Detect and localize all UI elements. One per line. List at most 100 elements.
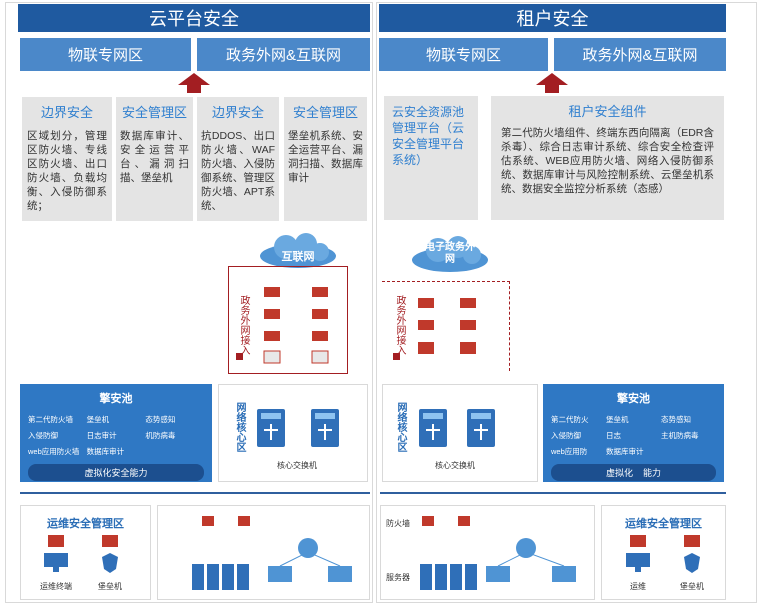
right-access-region	[382, 281, 510, 371]
right-panel	[376, 2, 757, 603]
pool-item: 入侵防御	[551, 431, 581, 440]
left-tab-iot[interactable]: 物联专网区	[20, 38, 191, 71]
pool-item-grid: 第二代防火 堡垒机 态势感知 入侵防御 日志 主机防病毒 web应用防 数据库审…	[551, 414, 716, 457]
monitor-icon	[626, 535, 650, 575]
cloud-icon: 互联网	[256, 232, 340, 270]
right-tab-internet[interactable]: 政务外网&互联网	[554, 38, 726, 71]
pool-item: 第二代防火	[551, 415, 589, 424]
pool-title: 擎安池	[99, 393, 133, 405]
pool-item: 日志	[606, 431, 621, 440]
box-body: 堡垒机系统、安全运营平台、漏洞扫描、数据库审计	[288, 130, 363, 184]
right-tab-iot[interactable]: 物联专网区	[379, 38, 548, 71]
left-box-mgmt-2: 安全管理区 堡垒机系统、安全运营平台、漏洞扫描、数据库审计	[284, 97, 367, 221]
firewall-icon	[311, 287, 329, 364]
left-core-area	[218, 384, 368, 482]
right-up-arrow	[536, 73, 568, 95]
right-firewall-label: 防火墙	[386, 519, 410, 528]
shield-icon	[100, 535, 120, 575]
pool-item: 机防病毒	[145, 431, 176, 440]
pool-item: 堡垒机	[606, 415, 629, 424]
left-tab-internet[interactable]: 政务外网&互联网	[197, 38, 370, 71]
core-switch-2	[311, 409, 339, 447]
left-arrow-stem	[187, 85, 201, 93]
right-tab-internet-label: 政务外网&互联网	[582, 47, 698, 64]
box-title: 边界安全	[211, 105, 264, 120]
left-cloud-label: 互联网	[281, 251, 315, 263]
right-ops-area	[601, 505, 726, 600]
bastion-shape	[684, 535, 700, 573]
left-box-border-1: 边界安全 区域划分，管理区防火墙、专线区防火墙、出口防火墙、负载均衡、入侵防御系…	[22, 97, 112, 221]
core-switch-1	[419, 409, 447, 447]
shield-icon	[682, 535, 702, 575]
right-bus-line	[380, 492, 726, 494]
left-tab-iot-label: 物联专网区	[67, 47, 143, 64]
left-device-column-2	[310, 285, 330, 365]
right-core-switch-label: 核心交换机	[435, 461, 475, 470]
right-arrow-stem	[545, 85, 559, 93]
pool-item-grid: 第二代防火墙 堡垒机 态势感知 入侵防御 日志审计 机防病毒 web应用防火墙 …	[28, 414, 204, 457]
left-arrow-head	[178, 73, 210, 85]
pool-item: 日志审计	[86, 431, 117, 440]
box-title: 边界安全	[40, 105, 93, 120]
right-cloud-label: 电子政务外网	[425, 242, 475, 265]
core-switch-2	[467, 409, 495, 447]
monitor-icon	[44, 535, 68, 575]
right-pool-platform-box: 云安全资源池管理平台（云安全管理平台系统）	[384, 96, 478, 220]
switch-icon	[310, 408, 340, 448]
pool-title: 擎安池	[617, 393, 650, 405]
box-title: 安全管理区	[121, 105, 187, 120]
left-panel	[5, 2, 373, 603]
right-core-area	[382, 384, 538, 482]
bastion-shape	[102, 535, 118, 573]
box-title: 租户安全组件	[568, 104, 647, 119]
left-core-switch-label: 核心交换机	[277, 461, 317, 470]
right-security-pool: 擎安池 第二代防火 堡垒机 态势感知 入侵防御 日志 主机防病毒 web应用防 …	[543, 384, 724, 482]
monitor-shape	[626, 535, 650, 572]
box-body: 区域划分，管理区防火墙、专线区防火墙、出口防火墙、负载均衡、入侵防御系统；	[27, 130, 107, 212]
right-core-label: 网络核心区	[395, 402, 406, 452]
firewall-icon	[460, 298, 476, 354]
left-up-arrow	[178, 73, 210, 95]
switch-icon	[466, 408, 496, 448]
pool-footer: 虚拟化安全能力	[28, 464, 204, 481]
left-access-region	[228, 266, 348, 374]
switch-icon	[256, 408, 286, 448]
right-ops-title: 运维安全管理区	[625, 518, 702, 530]
pool-item: 态势感知	[661, 415, 691, 424]
pool-footer: 虚拟化 能力	[551, 464, 716, 481]
server-rack	[192, 516, 352, 590]
cloud-shape	[412, 236, 488, 272]
left-tab-internet-label: 政务外网&互联网	[225, 47, 341, 64]
left-title-band: 云平台安全	[18, 4, 370, 32]
pool-item: web应用防	[551, 447, 588, 456]
pool-item: 主机防病毒	[661, 431, 699, 440]
pool-item: 态势感知	[145, 415, 176, 424]
box-title: 安全管理区	[292, 105, 358, 120]
ops-item-terminal: 运维	[630, 582, 646, 591]
left-box-mgmt-1: 安全管理区 数据库审计、安全运营平台、漏洞扫描、堡垒机	[116, 97, 193, 221]
right-access-marker	[393, 353, 400, 360]
server-icon	[416, 512, 592, 596]
left-security-pool: 擎安池 第二代防火墙 堡垒机 态势感知 入侵防御 日志审计 机防病毒 web应用…	[20, 384, 212, 482]
right-title-band: 租户安全	[379, 4, 726, 32]
right-server-label: 服务器	[386, 573, 410, 582]
monitor-shape	[44, 535, 68, 572]
right-server-area	[380, 505, 595, 600]
ops-item-bastion: 堡垒机	[680, 582, 704, 591]
left-core-label: 网络核心区	[234, 402, 245, 452]
pool-item: web应用防火墙	[28, 447, 80, 456]
firewall-icon	[418, 298, 434, 354]
left-server-area	[157, 505, 370, 600]
right-device-column-2	[458, 296, 478, 364]
left-device-column-1	[262, 285, 282, 365]
box-body: 数据库审计、安全运营平台、漏洞扫描、堡垒机	[120, 130, 189, 184]
ops-item-terminal: 运维终端	[40, 582, 72, 591]
server-rack	[420, 516, 576, 590]
right-tab-iot-label: 物联专网区	[425, 47, 501, 64]
right-access-label: 政务外网接入	[394, 295, 405, 355]
cloud-icon: 电子政务外网	[408, 234, 492, 274]
box-title: 云安全资源池管理平台（云安全管理平台系统）	[392, 105, 465, 167]
box-body: 第二代防火墙组件、终端东西向隔离（EDR含杀毒）、综合日志审计系统、综合安全检查…	[501, 127, 714, 195]
right-component-box: 租户安全组件 第二代防火墙组件、终端东西向隔离（EDR含杀毒）、综合日志审计系统…	[491, 96, 724, 220]
pool-item: 堡垒机	[86, 415, 110, 424]
